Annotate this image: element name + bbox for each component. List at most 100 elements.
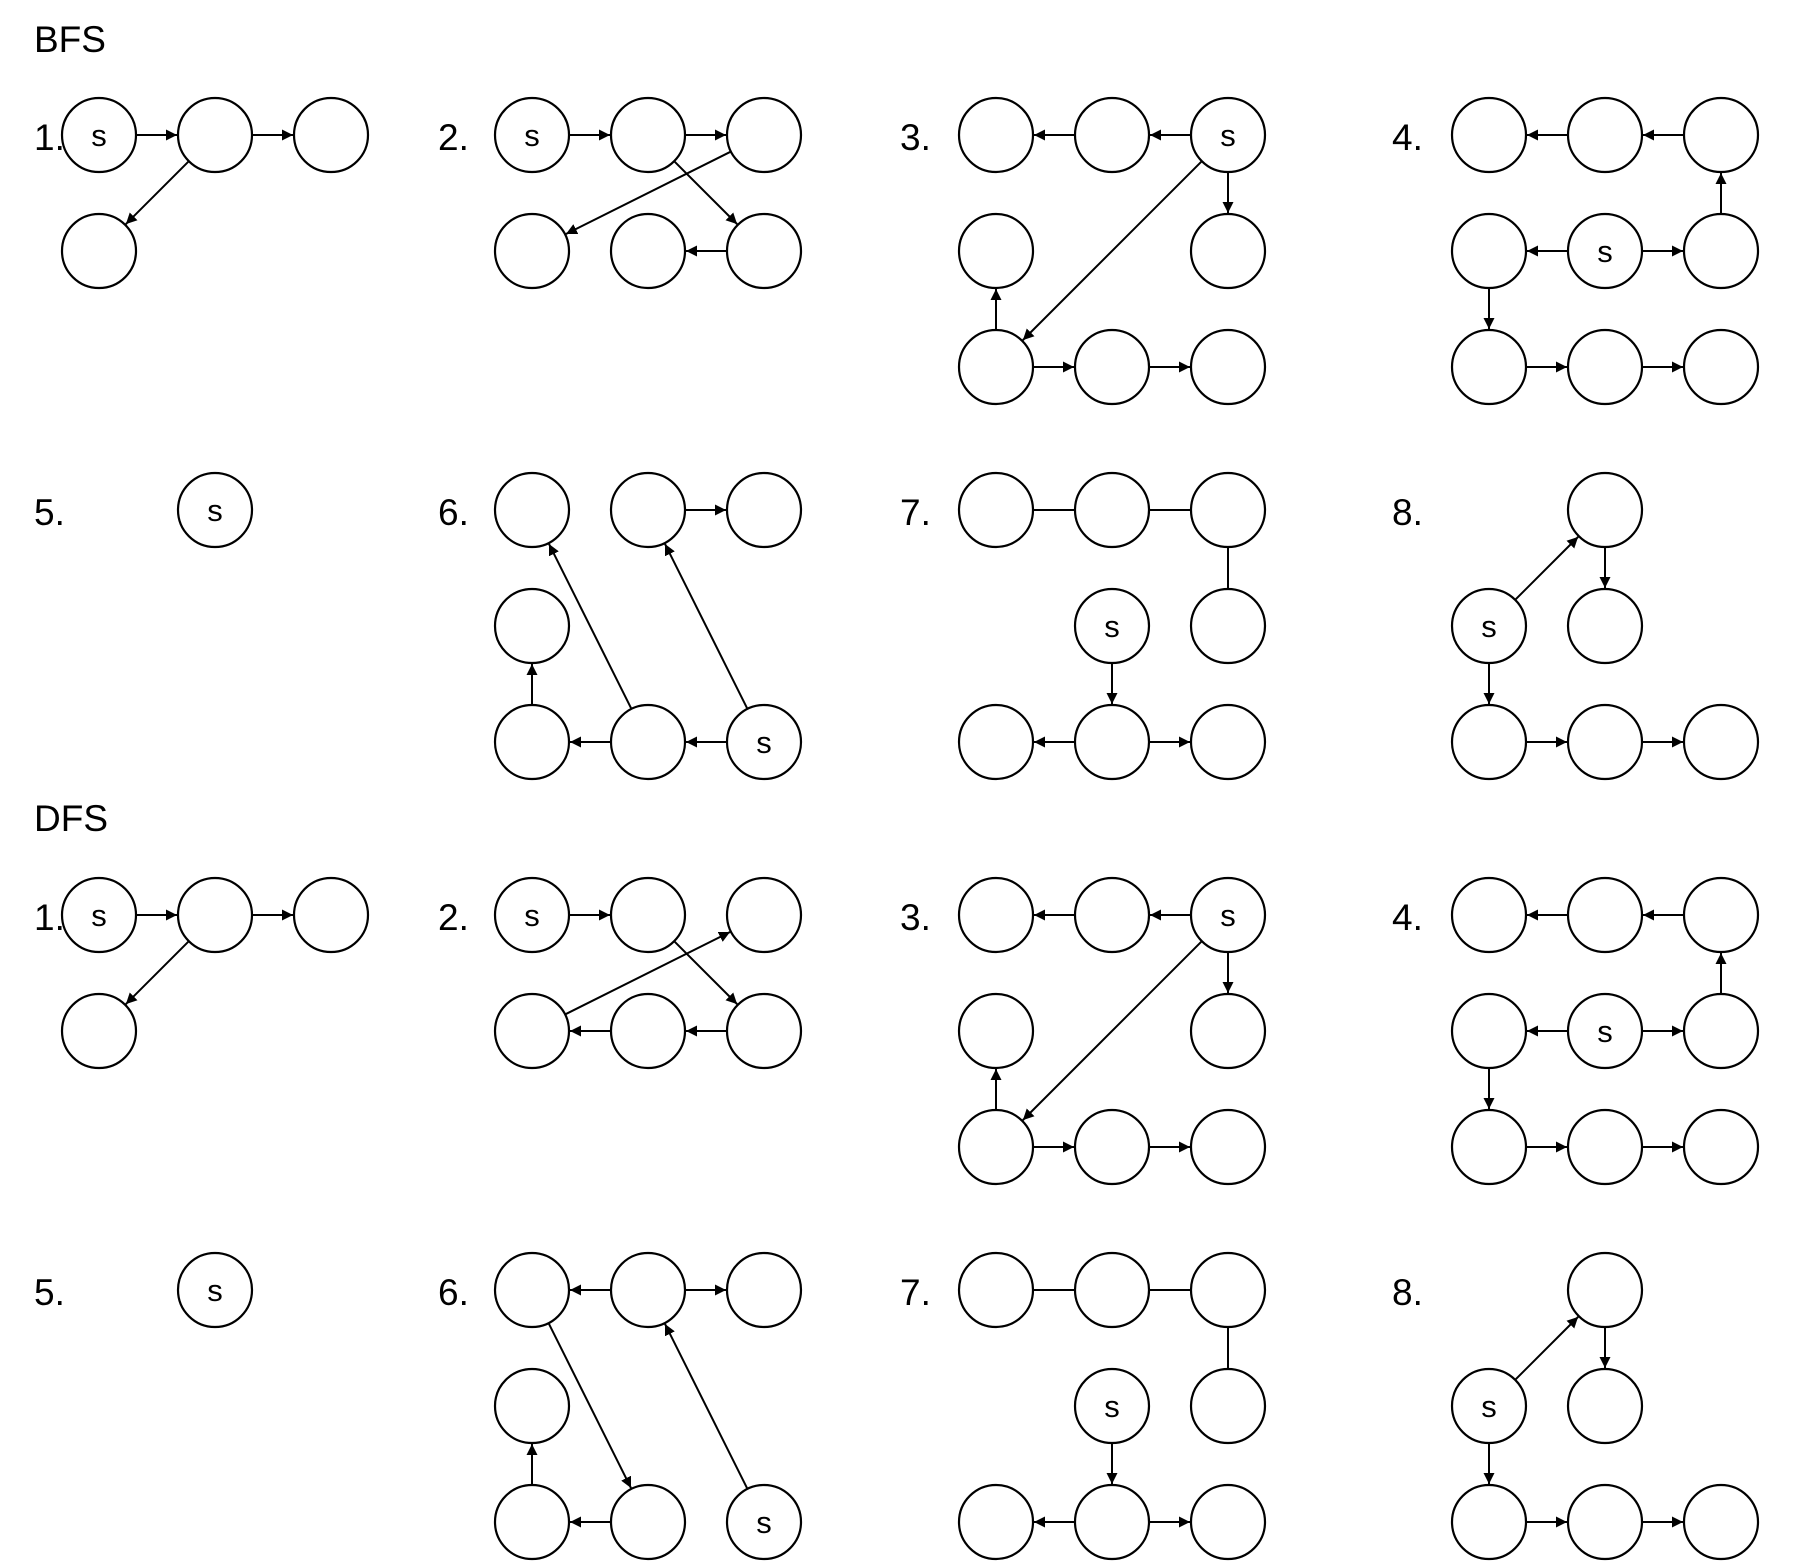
panel-bfs-3: 3. s [900, 96, 1267, 406]
source-node [1566, 992, 1644, 1070]
graph-node [60, 992, 138, 1070]
node-label: s [207, 1273, 223, 1308]
graph-node [1450, 876, 1528, 954]
directed-edge [664, 1323, 749, 1490]
directed-edge [125, 940, 190, 1005]
graph-node [1682, 876, 1760, 954]
panel-number: 1. [34, 117, 65, 158]
graph-node [493, 992, 571, 1070]
graph-node [1682, 96, 1760, 174]
graph-node [609, 1483, 687, 1561]
graph-node [1189, 1251, 1267, 1329]
panel-bfs-1: 1.s [34, 96, 370, 290]
panel-bfs-6: 6.s [438, 471, 803, 781]
graph-node [176, 96, 254, 174]
node-label: s [1220, 118, 1236, 153]
directed-edge [547, 1322, 632, 1489]
graph-node [1566, 96, 1644, 174]
panel-dfs-2: 2.s [438, 876, 803, 1070]
panel-number: 3. [900, 117, 931, 158]
graph-node [1189, 212, 1267, 290]
graph-node [609, 96, 687, 174]
graph-node [1682, 1483, 1760, 1561]
node-label: s [207, 493, 223, 528]
graph-node [1450, 96, 1528, 174]
graph-node [1450, 1108, 1528, 1186]
panel-dfs-6: 6.s [438, 1251, 803, 1561]
graph-node [292, 876, 370, 954]
panel-number: 5. [34, 492, 65, 533]
panel-number: 8. [1392, 492, 1423, 533]
graph-node [1073, 876, 1151, 954]
panel-number: 4. [1392, 117, 1423, 158]
graph-node [1682, 212, 1760, 290]
node-label: s [1104, 1389, 1120, 1424]
directed-edge [565, 150, 732, 235]
directed-edge [1514, 1316, 1579, 1381]
graph-node [609, 212, 687, 290]
graph-node [493, 1251, 571, 1329]
graph-node [1073, 703, 1151, 781]
graph-node [725, 1251, 803, 1329]
directed-edge [673, 160, 738, 225]
graph-node [609, 471, 687, 549]
node-label: s [1104, 609, 1120, 644]
source-node [176, 1251, 254, 1329]
graph-node [957, 212, 1035, 290]
graph-node [493, 703, 571, 781]
graph-node [1566, 876, 1644, 954]
source-node [1073, 1367, 1151, 1445]
section-title-bfs: BFS [34, 19, 106, 60]
directed-edge [1022, 940, 1203, 1121]
panel-number: 6. [438, 1272, 469, 1313]
graph-node [1566, 703, 1644, 781]
graph-node [1073, 471, 1151, 549]
graph-node [493, 212, 571, 290]
graph-node [1682, 992, 1760, 1070]
node-label: s [1481, 1389, 1497, 1424]
graph-node [957, 1251, 1035, 1329]
graph-node [60, 212, 138, 290]
graph-node [1189, 1367, 1267, 1445]
graph-node [1566, 587, 1644, 665]
panel-bfs-8: 8.s [1392, 471, 1760, 781]
graph-node [1073, 1483, 1151, 1561]
graph-node [1566, 1108, 1644, 1186]
graph-node [1189, 471, 1267, 549]
panel-dfs-7: 7. s [900, 1251, 1267, 1561]
graph-node [1450, 992, 1528, 1070]
graph-node [1566, 328, 1644, 406]
graph-node [725, 96, 803, 174]
graph-node [1073, 1108, 1151, 1186]
graph-node [1682, 1108, 1760, 1186]
node-label: s [1220, 898, 1236, 933]
graph-node [609, 703, 687, 781]
graph-node [957, 328, 1035, 406]
graph-node [176, 876, 254, 954]
graph-node [957, 1108, 1035, 1186]
source-node [1189, 876, 1267, 954]
source-node [725, 703, 803, 781]
source-node [493, 96, 571, 174]
graph-node [1189, 1483, 1267, 1561]
graph-node [1450, 212, 1528, 290]
graph-node [1566, 1367, 1644, 1445]
graph-node [1073, 96, 1151, 174]
panel-dfs-5: 5.s [34, 1251, 254, 1329]
graph-node [957, 1483, 1035, 1561]
graph-node [1073, 328, 1151, 406]
graph-node [725, 876, 803, 954]
graph-node [609, 992, 687, 1070]
source-node [60, 876, 138, 954]
graph-node [493, 1367, 571, 1445]
panel-dfs-3: 3.s [900, 876, 1267, 1186]
directed-edge [1022, 160, 1203, 341]
source-node [493, 876, 571, 954]
graph-node [1450, 328, 1528, 406]
directed-edge [673, 940, 738, 1005]
node-label: s [756, 725, 772, 760]
directed-edge [564, 931, 731, 1016]
source-node [725, 1483, 803, 1561]
panel-number: 7. [900, 1272, 931, 1313]
